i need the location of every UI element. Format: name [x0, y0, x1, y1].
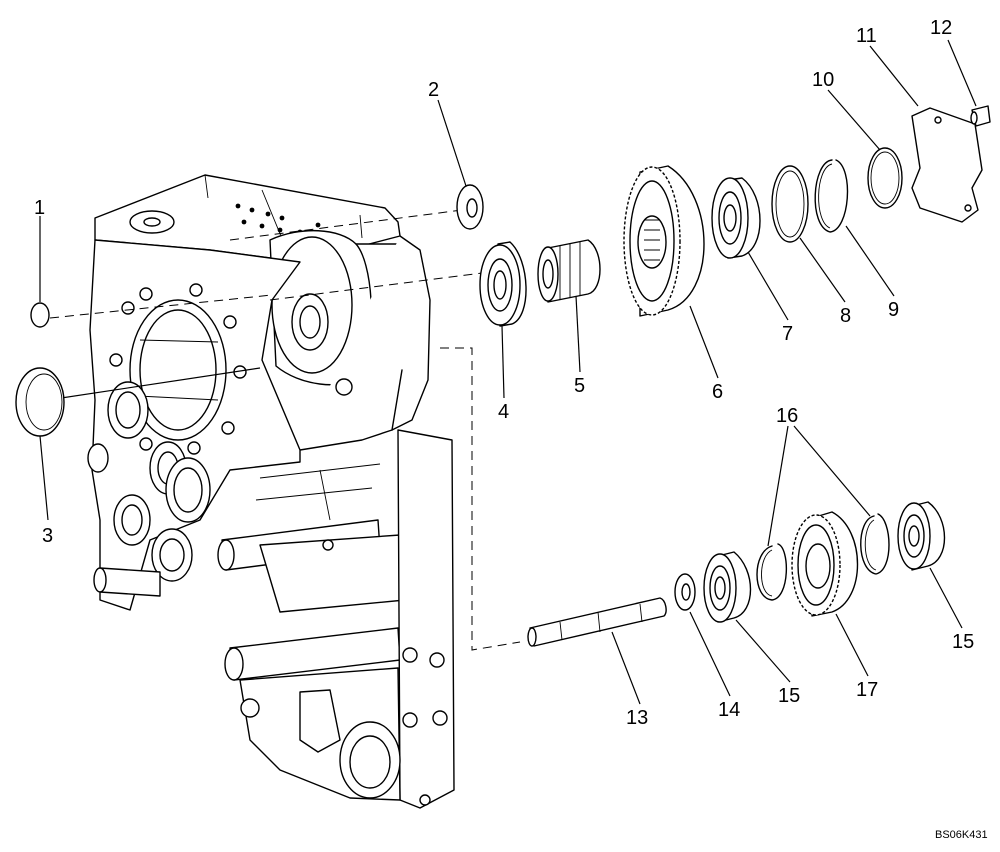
part-16-circlip-a[interactable] — [756, 543, 788, 601]
part-14-washer[interactable] — [674, 573, 696, 611]
part-11-plate[interactable] — [911, 107, 983, 223]
part-12-fitting[interactable] — [970, 105, 991, 127]
callout-6: 6 — [712, 381, 723, 403]
part-16-circlip-b[interactable] — [860, 513, 890, 575]
callout-15-b: 15 — [952, 631, 974, 653]
part-13-shaft[interactable] — [527, 597, 667, 647]
callout-17: 17 — [856, 679, 878, 701]
callout-13: 13 — [626, 707, 648, 729]
callout-16: 16 — [776, 405, 798, 427]
callout-labels: 1 2 3 4 5 6 7 8 9 10 11 12 13 14 15 15 1… — [34, 17, 974, 729]
reference-code: BS06K431 — [935, 829, 988, 841]
part-1-plug[interactable] — [30, 302, 50, 328]
callout-4: 4 — [498, 401, 509, 423]
part-2-shim[interactable] — [456, 184, 484, 230]
callout-9: 9 — [888, 299, 899, 321]
part-5-sleeve[interactable] — [537, 239, 601, 303]
part-9-circlip[interactable] — [814, 159, 849, 233]
part-15-bearing-b[interactable] — [897, 501, 946, 571]
callout-1: 1 — [34, 197, 45, 219]
part-8-ring[interactable] — [771, 165, 809, 243]
part-6-gear[interactable] — [623, 165, 705, 317]
leader-lines — [39, 39, 977, 705]
part-4-bearing[interactable] — [479, 241, 527, 327]
part-17-gear[interactable] — [791, 511, 859, 617]
part-15-bearing-a[interactable] — [703, 551, 752, 623]
transmission-housing — [87, 174, 455, 809]
callout-14: 14 — [718, 699, 740, 721]
part-10-oring[interactable] — [867, 147, 903, 209]
callout-11: 11 — [856, 25, 877, 47]
alignment-lines — [47, 209, 521, 651]
part-7-bearing[interactable] — [711, 177, 761, 259]
callout-15-a: 15 — [778, 685, 800, 707]
callout-10: 10 — [812, 69, 834, 91]
callout-7: 7 — [782, 323, 793, 345]
callout-3: 3 — [42, 525, 53, 547]
callout-12: 12 — [930, 17, 952, 39]
callout-8: 8 — [840, 305, 851, 327]
callout-5: 5 — [574, 375, 585, 397]
callout-2: 2 — [428, 79, 439, 101]
part-3-cover[interactable] — [15, 367, 65, 437]
